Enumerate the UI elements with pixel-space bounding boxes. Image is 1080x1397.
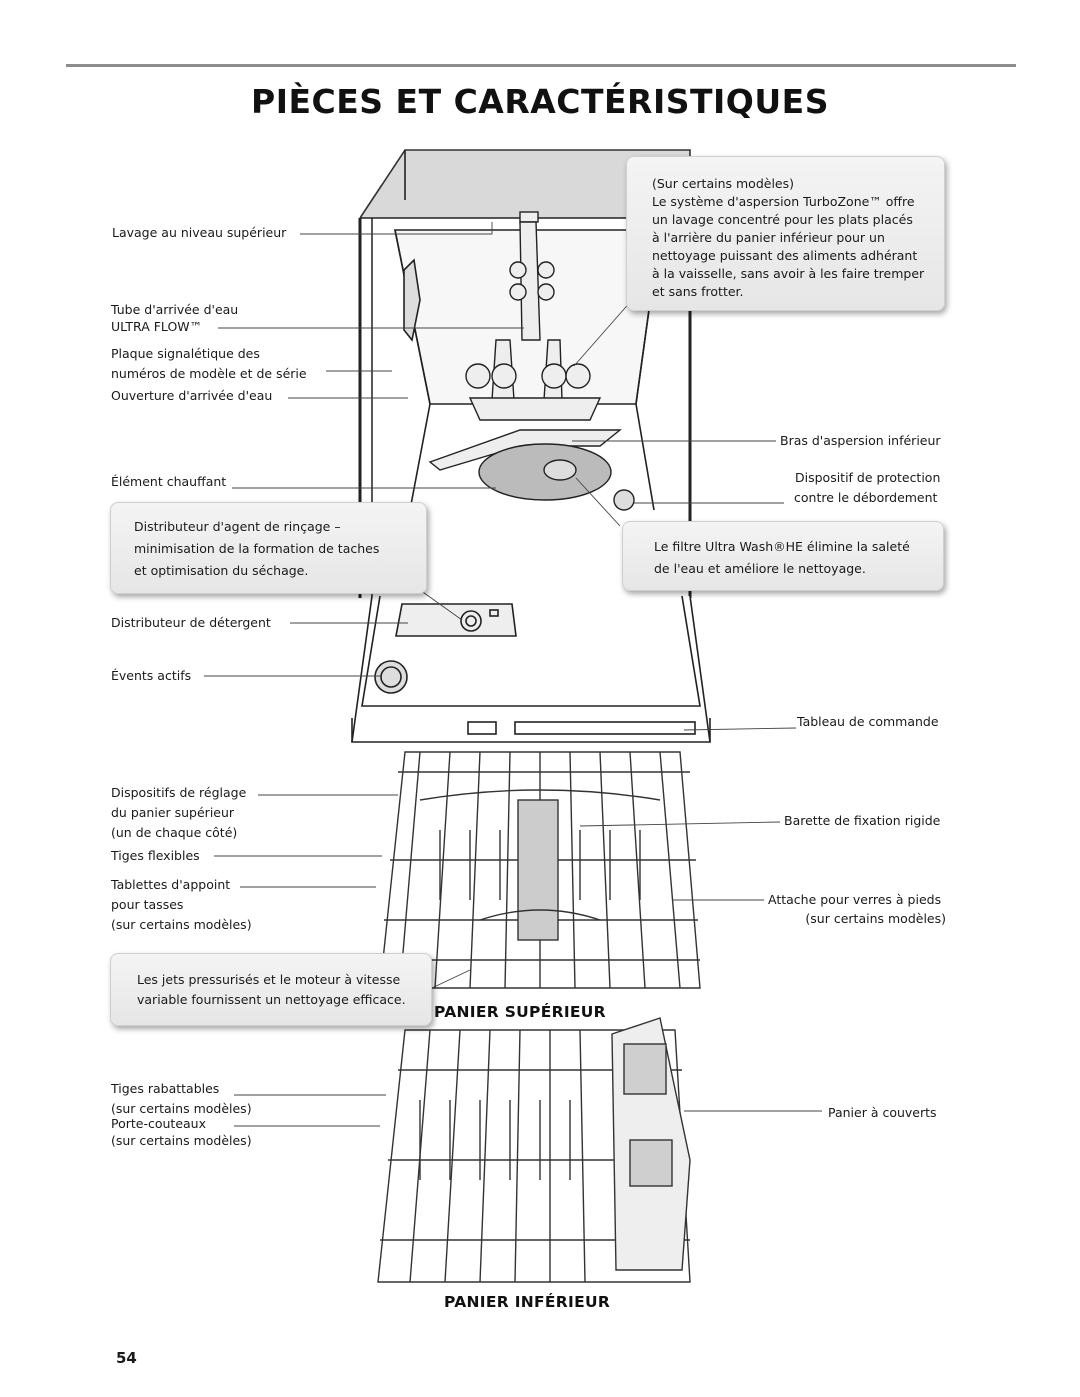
callout-rincage: Distributeur d'agent de rinçage – minimi…: [110, 502, 427, 594]
callout-filtre: Le filtre Ultra Wash®HE élimine la salet…: [622, 521, 944, 591]
callout-turbozone: (Sur certains modèles) Le système d'aspe…: [626, 156, 945, 311]
callout-turbozone-line: (Sur certains modèles): [652, 176, 794, 191]
label-tiges-flexibles: Tiges flexibles: [111, 848, 200, 863]
label-element-chauffant: Élément chauffant: [111, 474, 227, 489]
label-distributeur-detergent: Distributeur de détergent: [111, 615, 271, 630]
label-tube-line1: Tube d'arrivée d'eau: [111, 302, 239, 317]
top-rule: [66, 64, 1016, 67]
callout-jets: Les jets pressurisés et le moteur à vite…: [110, 953, 432, 1026]
label-lavage-niveau: Lavage au niveau supérieur: [112, 225, 287, 240]
label-attache-line2: (sur certains modèles): [805, 911, 946, 926]
label-plaque-line1: Plaque signalétique des: [111, 346, 260, 361]
callout-turbozone-line: Le système d'aspersion TurboZone™ offre: [652, 194, 915, 209]
label-tiges-rabattables-line2: (sur certains modèles): [111, 1101, 252, 1116]
callout-turbozone-line: nettoyage puissant des aliments adhérant: [652, 248, 918, 263]
callout-turbozone-line: et sans frotter.: [652, 284, 744, 299]
label-protection-line2: contre le débordement: [794, 490, 938, 505]
label-events-actifs: Évents actifs: [111, 668, 192, 683]
upper-basket: [379, 751, 701, 989]
label-ouverture: Ouverture d'arrivée d'eau: [111, 388, 273, 403]
callout-rincage-line: et optimisation du séchage.: [134, 563, 309, 578]
callout-turbozone-line: à l'arrière du panier inférieur pour un: [652, 230, 885, 245]
callout-jets-line: Les jets pressurisés et le moteur à vite…: [137, 972, 401, 987]
label-reglage-line1: Dispositifs de réglage: [111, 785, 247, 800]
label-tiges-rabattables-line1: Tiges rabattables: [111, 1081, 220, 1096]
label-tablettes-line1: Tablettes d'appoint: [111, 877, 231, 892]
label-bras-aspersion: Bras d'aspersion inférieur: [780, 433, 941, 448]
leader-lines: [204, 222, 822, 1127]
callout-turbozone-line: à la vaisselle, sans avoir à les faire t…: [652, 266, 925, 281]
callout-filtre-line: Le filtre Ultra Wash®HE élimine la salet…: [654, 539, 910, 554]
page-number: 54: [116, 1349, 137, 1367]
label-porte-couteaux-line2: (sur certains modèles): [111, 1133, 252, 1148]
label-barette: Barette de fixation rigide: [784, 813, 941, 828]
label-reglage-line3: (un de chaque côté): [111, 825, 238, 840]
label-porte-couteaux-line1: Porte-couteaux: [111, 1116, 206, 1131]
lower-basket-title: PANIER INFÉRIEUR: [444, 1293, 611, 1311]
label-reglage-line2: du panier supérieur: [111, 805, 235, 820]
spray-assembly: [428, 211, 635, 511]
label-panier-couverts: Panier à couverts: [828, 1105, 937, 1120]
callout-rincage-line: minimisation de la formation de taches: [134, 541, 380, 556]
callout-rincage-line: Distributeur d'agent de rinçage –: [134, 519, 341, 534]
lower-basket: [377, 1017, 691, 1283]
page-title: PIÈCES ET CARACTÉRISTIQUES: [251, 82, 829, 121]
label-protection-line1: Dispositif de protection: [795, 470, 941, 485]
upper-basket-title: PANIER SUPÉRIEUR: [434, 1003, 606, 1021]
label-tube-line2: ULTRA FLOW™: [111, 319, 203, 334]
label-tablettes-line2: pour tasses: [111, 897, 184, 912]
callout-filtre-line: de l'eau et améliore le nettoyage.: [654, 561, 866, 576]
callout-turbozone-line: un lavage concentré pour les plats placé…: [652, 212, 913, 227]
label-tablettes-line3: (sur certains modèles): [111, 917, 252, 932]
label-attache-line1: Attache pour verres à pieds: [768, 892, 942, 907]
label-tableau-commande: Tableau de commande: [797, 714, 939, 729]
label-plaque-line2: numéros de modèle et de série: [111, 366, 307, 381]
callout-jets-line: variable fournissent un nettoyage effica…: [137, 992, 406, 1007]
